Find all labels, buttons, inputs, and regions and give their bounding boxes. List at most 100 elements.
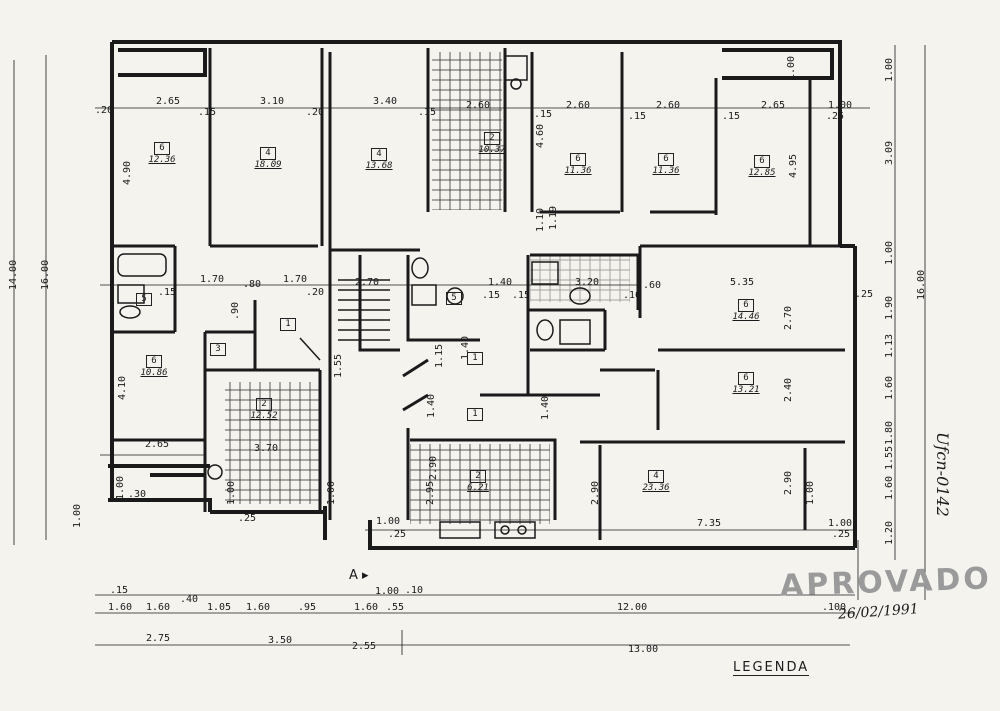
dimension-label: 1.00 — [786, 55, 797, 80]
dimension-label: 1.40 — [426, 393, 437, 418]
dimension-label: .60 — [643, 280, 662, 291]
dimension-label: 2.90 — [783, 470, 794, 495]
dimension-label: .15 — [482, 290, 501, 301]
dimension-label: .25 — [238, 513, 257, 524]
dimension-label: 16.00 — [916, 269, 927, 300]
dimension-label: .15 — [722, 111, 741, 122]
dimension-label: .15 — [512, 290, 531, 301]
dimension-label: 1.19 — [548, 205, 559, 230]
dimension-label: .15 — [628, 111, 647, 122]
dimension-label: 1.00 — [884, 57, 895, 82]
dimension-label: 2.70 — [783, 305, 794, 330]
dimension-label: 1.60 — [108, 602, 133, 613]
dimension-label: 4.90 — [122, 160, 133, 185]
dimension-label: 3.10 — [260, 96, 285, 107]
dimension-label: 1.60 — [884, 375, 895, 400]
dimension-label: 1.40 — [488, 277, 513, 288]
dimension-label: .25 — [388, 529, 407, 540]
dimension-label: 1.90 — [884, 295, 895, 320]
dimension-label: 1.05 — [207, 602, 232, 613]
dimension-label: 2.65 — [145, 439, 170, 450]
dimension-label: 12.00 — [617, 602, 648, 613]
dimension-label: 3.40 — [373, 96, 398, 107]
dimension-label: 1.70 — [283, 274, 308, 285]
dimension-label: 1.00 — [375, 586, 400, 597]
handwritten-note: Ufcn-0142 — [933, 432, 952, 517]
dimension-label: 3.20 — [575, 277, 600, 288]
dimension-label: 1.13 — [884, 333, 895, 358]
dimension-label: .100 — [822, 602, 847, 613]
dimension-label: .20 — [95, 105, 114, 116]
dimension-label: .25 — [826, 111, 845, 122]
dimension-label: 7.35 — [697, 518, 722, 529]
dimension-label: .40 — [180, 594, 199, 605]
legend-heading: LEGENDA — [733, 660, 810, 676]
dimension-label: 3.09 — [884, 140, 895, 165]
dimension-label: 4.60 — [535, 123, 546, 148]
dimension-label: 1.00 — [828, 518, 853, 529]
interior-walls — [112, 48, 845, 540]
dimension-label: .80 — [243, 279, 262, 290]
dimension-label: 3.70 — [254, 443, 279, 454]
dimension-label: 1.00 — [376, 516, 401, 527]
dimension-label: 2.65 — [761, 100, 786, 111]
dimension-label: 1.60 — [884, 475, 895, 500]
dimension-label: .25 — [832, 529, 851, 540]
dimension-label: .15 — [198, 107, 217, 118]
dimension-lines — [13, 45, 926, 655]
dimension-label: .55 — [386, 602, 405, 613]
dimension-label: 16.00 — [40, 259, 51, 290]
dimension-label: 1.40 — [460, 335, 471, 360]
dimension-label: 1.40 — [540, 395, 551, 420]
dimension-label: 1.00 — [884, 240, 895, 265]
dimension-label: 2.75 — [146, 633, 171, 644]
dimension-label: 2.40 — [783, 377, 794, 402]
tiled-kitchen-center — [410, 444, 550, 524]
walls — [108, 40, 857, 550]
dimension-label: 1.00 — [326, 480, 337, 505]
dimension-label: .15 — [534, 109, 553, 120]
tiled-kitchen-left — [225, 382, 321, 504]
dimension-label: .30 — [128, 489, 147, 500]
dimension-label: .10 — [623, 290, 642, 301]
dimension-label: 2.90 — [428, 455, 439, 480]
dimension-label: 1.55 — [884, 445, 895, 470]
dimension-label: .15 — [158, 287, 177, 298]
room-label: 5 — [424, 292, 484, 305]
room-label: 5 — [114, 293, 174, 306]
dimension-label: .25 — [855, 289, 874, 300]
dimension-label: .90 — [230, 301, 241, 320]
dimension-label: 1.20 — [884, 520, 895, 545]
dimension-label: 14.00 — [8, 259, 19, 290]
dimension-label: 1.60 — [146, 602, 171, 613]
dimension-label: .20 — [306, 107, 325, 118]
dimension-label: 1.00 — [115, 475, 126, 500]
dimension-label: .15 — [110, 585, 129, 596]
dimension-label: 2.90 — [590, 480, 601, 505]
approval-stamp: APROVADO — [779, 561, 993, 604]
dimension-label: .15 — [418, 107, 437, 118]
room-label: 1 — [445, 352, 505, 365]
dimension-label: 4.10 — [117, 375, 128, 400]
dimension-label: 1.55 — [333, 353, 344, 378]
dimension-label: 2.65 — [156, 96, 181, 107]
dimension-label: 1.60 — [354, 602, 379, 613]
dimension-label: .95 — [298, 602, 317, 613]
section-mark: A ▸ — [349, 568, 369, 583]
dimension-label: 4.95 — [788, 153, 799, 178]
dimension-label: 2.60 — [656, 100, 681, 111]
tiled-service — [530, 256, 630, 302]
